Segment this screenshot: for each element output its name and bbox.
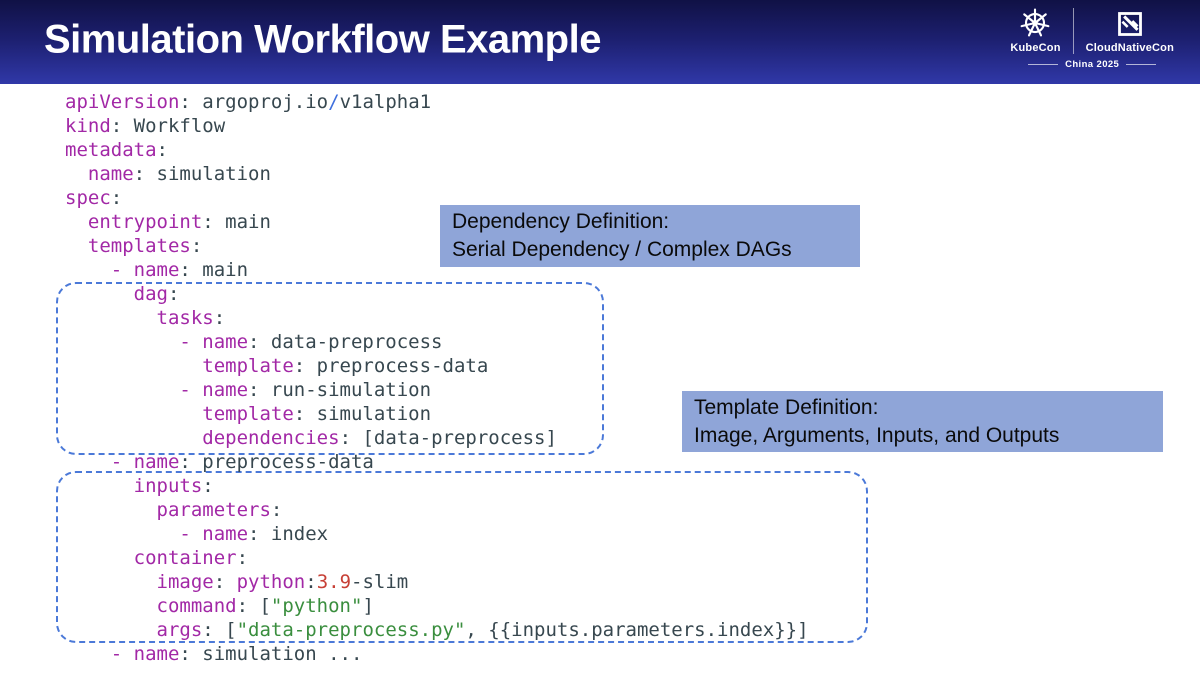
code-line: template: preprocess-data [202, 355, 489, 377]
kubecon-label: KubeCon [1010, 42, 1061, 54]
callout-subtitle: Image, Arguments, Inputs, and Outputs [694, 423, 1060, 447]
code-line: - name: simulation ... [110, 643, 363, 665]
event-location: China 2025 [1028, 59, 1157, 70]
callout-title: Template Definition: [694, 395, 879, 419]
callout-title: Dependency Definition: [452, 210, 670, 233]
event-line-right [1126, 64, 1157, 65]
template-definition-callout: Template Definition: Image, Arguments, I… [682, 391, 1163, 452]
code-line: container: [133, 547, 249, 569]
code-line: name: simulation [87, 163, 271, 185]
event-line-left [1028, 64, 1059, 65]
code-line: - name: data-preprocess [179, 331, 443, 353]
code-line: entrypoint: main [87, 211, 271, 233]
code-line: metadata: [65, 139, 168, 161]
logo-row: KubeCon CloudNativeCon [1010, 8, 1174, 54]
code-line: dag: [133, 283, 180, 305]
code-line: args: ["data-preprocess.py", {{inputs.pa… [156, 619, 809, 641]
dependency-definition-callout: Dependency Definition: Serial Dependency… [440, 205, 860, 267]
code-line: apiVersion: argoproj.io/v1alpha1 [65, 91, 432, 113]
code-line: - name: index [179, 523, 329, 545]
kubecon-helm-icon [1021, 8, 1050, 37]
code-line: templates: [87, 235, 203, 257]
page-title: Simulation Workflow Example [44, 17, 601, 62]
event-location-label: China 2025 [1065, 59, 1120, 70]
kubecon-logo: KubeCon [1010, 8, 1060, 54]
slide-header: Simulation Workflow Example [0, 0, 1200, 84]
code-line: - name: preprocess-data [110, 451, 374, 473]
code-line: - name: main [110, 259, 249, 281]
dag-section-outline [56, 282, 604, 455]
code-line: parameters: [156, 499, 283, 521]
conference-logos: KubeCon CloudNativeCon [1010, 8, 1174, 70]
code-line: - name: run-simulation [179, 379, 432, 401]
cloudnativecon-label: CloudNativeCon [1085, 42, 1174, 54]
logo-divider [1072, 8, 1074, 54]
code-line: tasks: [156, 307, 226, 329]
cloudnativecon-logo: CloudNativeCon [1086, 10, 1174, 54]
code-line: command: ["python"] [156, 595, 374, 617]
code-line: dependencies: [data-preprocess] [202, 427, 557, 449]
cloudnativecon-icon [1117, 12, 1142, 36]
code-line: inputs: [133, 475, 214, 497]
code-line: kind: Workflow [65, 115, 226, 137]
code-line: template: simulation [202, 403, 432, 425]
callout-subtitle: Serial Dependency / Complex DAGs [452, 238, 792, 261]
template-section-outline [56, 471, 868, 643]
code-line: spec: [65, 187, 123, 209]
code-line: image: python:3.9-slim [156, 571, 409, 593]
